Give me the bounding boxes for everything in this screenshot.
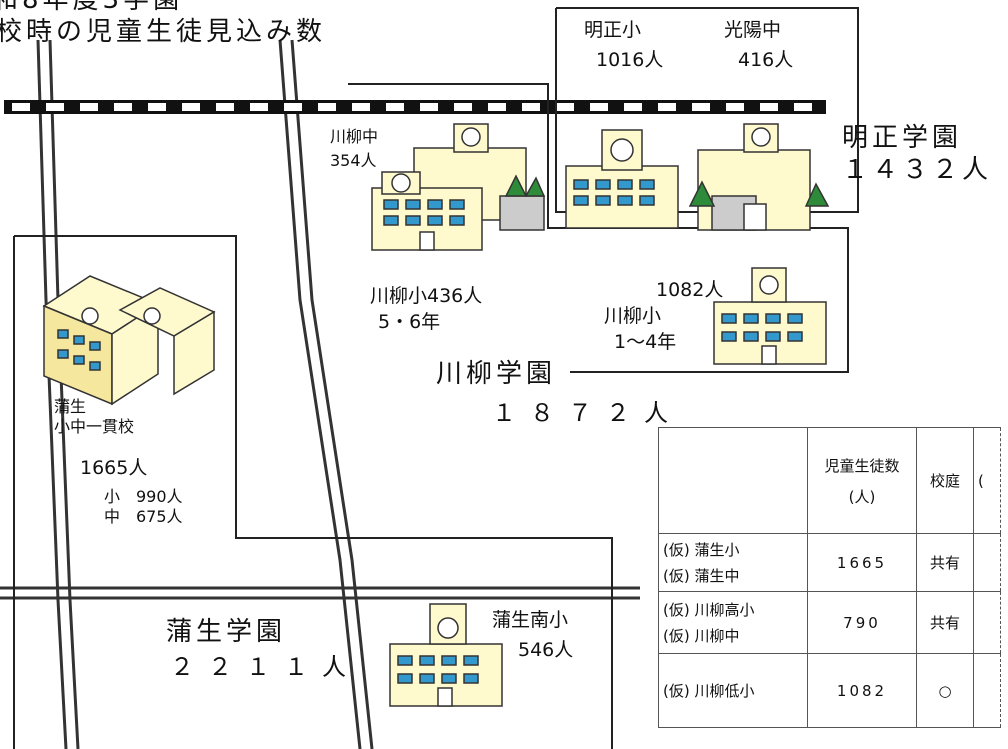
meisei-gakuen-total: １４３２人 [842, 155, 993, 185]
kawayanagi-chu-count: 354人 [330, 151, 377, 170]
boundaries [13, 7, 859, 749]
row-extra [973, 653, 1001, 728]
row-yard: 共有 [916, 533, 974, 592]
kawayanagi-sho-lower-name: 川柳小 [604, 305, 662, 327]
kawayanagi-sho-lower-grades: 1～4年 [614, 331, 677, 353]
rail-tie [284, 103, 302, 111]
row-name: (仮) 川柳高小 [663, 600, 755, 619]
header-count-label: 児童生徒数 [824, 456, 900, 475]
table-row: (仮) 川柳高小 (仮) 川柳中 790 共有 [658, 591, 1001, 654]
row-names: (仮) 川柳高小 (仮) 川柳中 [658, 591, 808, 654]
road-center-b [290, 39, 374, 749]
rail-tie [318, 103, 336, 111]
kawayanagi-gakuen-name: 川柳学園 [432, 360, 561, 389]
gamo-ikkan-sho: 小 990人 [104, 487, 183, 506]
row-names: (仮) 川柳低小 [658, 653, 808, 728]
rail-tie [488, 103, 506, 111]
meisei-gakuen-name: 明正学園 [842, 123, 963, 153]
meisei-sho-count: 1016人 [596, 49, 664, 71]
gamo-ikkan-chu: 中 675人 [104, 507, 183, 526]
rail-tie [182, 103, 200, 111]
rail-tie [216, 103, 234, 111]
row-extra [973, 591, 1001, 654]
header-count: 児童生徒数 (人) [807, 427, 917, 534]
roads [0, 39, 640, 749]
rail-tie [624, 103, 642, 111]
rail-tie [760, 103, 778, 111]
row-count: 1082 [807, 653, 917, 728]
road-left-b [48, 39, 80, 749]
rail-tie [522, 103, 540, 111]
row-yard: 共有 [916, 591, 974, 654]
kawayanagi-gakuen-total: １８７２人 [492, 399, 682, 427]
rail-tie [386, 103, 404, 111]
title-line2: 校時の児童生徒見込み数 [0, 17, 327, 47]
gamo-gakuen-name: 蒲生学園 [166, 617, 287, 647]
header-empty [658, 427, 808, 534]
row-name: (仮) 蒲生中 [663, 566, 740, 585]
gamo-ikkan-name1: 蒲生 [54, 397, 87, 416]
table-header-row: 児童生徒数 (人) 校庭 ( [658, 427, 1001, 534]
row-name: (仮) 蒲生小 [663, 540, 740, 559]
row-extra [973, 533, 1001, 592]
rail-tie [556, 103, 574, 111]
building-meisei-sho [565, 129, 679, 229]
header-count-unit: (人) [848, 487, 876, 506]
building-gamo-ikkan [42, 275, 216, 406]
row-count: 790 [807, 591, 917, 654]
rail-tie [454, 103, 472, 111]
rail-tie [250, 103, 268, 111]
kawayanagi-chu-name: 川柳中 [330, 127, 379, 146]
rail-tie [658, 103, 676, 111]
koyo-chu-name: 光陽中 [724, 19, 782, 41]
gamo-gakuen-total: ２２１１人 [170, 653, 360, 681]
gamo-minami-name: 蒲生南小 [492, 609, 569, 631]
building-kawayanagi-sho-upper [371, 171, 483, 251]
gamo-ikkan-name2: 小中一貫校 [54, 417, 135, 436]
gamo-minami-count: 546人 [518, 639, 574, 661]
building-koyo-chu [688, 123, 830, 231]
building-kawayanagi-sho-lower [713, 267, 827, 365]
rail-tie [420, 103, 438, 111]
kawayanagi-sho-lower-count: 1082人 [656, 279, 724, 301]
rail-tie [12, 103, 30, 111]
row-name: (仮) 川柳中 [663, 626, 740, 645]
row-yard: ○ [916, 653, 974, 728]
railway [4, 100, 826, 114]
rail-tie [46, 103, 64, 111]
gamo-ikkan-count: 1665人 [80, 457, 148, 479]
rail-tie [114, 103, 132, 111]
row-count: 1665 [807, 533, 917, 592]
title-line1: 和8年度3学園 [0, 0, 184, 15]
rail-tie [794, 103, 812, 111]
gamo-boundary [14, 235, 613, 749]
rail-tie [352, 103, 370, 111]
table-row: (仮) 川柳低小 1082 ○ [658, 653, 1001, 728]
header-yard: 校庭 [916, 427, 974, 534]
rail-tie [148, 103, 166, 111]
meisei-boundary [555, 7, 859, 213]
building-gamo-minami [389, 603, 503, 707]
meisei-sho-name: 明正小 [584, 19, 642, 41]
rail-tie [692, 103, 710, 111]
road-center [278, 39, 362, 749]
road-left [36, 39, 68, 749]
kawayanagi-sho-upper-name: 川柳小436人 [370, 285, 483, 307]
kawayanagi-sho-upper-grades: 5・6年 [378, 311, 441, 333]
row-name: (仮) 川柳低小 [663, 681, 755, 700]
summary-table: 児童生徒数 (人) 校庭 ( (仮) 蒲生小 (仮) 蒲生中 1665 共有 (… [658, 427, 1001, 728]
rail-tie [590, 103, 608, 111]
rail-tie [80, 103, 98, 111]
table-row: (仮) 蒲生小 (仮) 蒲生中 1665 共有 [658, 533, 1001, 592]
koyo-chu-count: 416人 [738, 49, 794, 71]
row-names: (仮) 蒲生小 (仮) 蒲生中 [658, 533, 808, 592]
header-extra: ( [973, 427, 1001, 534]
rail-tie [726, 103, 744, 111]
